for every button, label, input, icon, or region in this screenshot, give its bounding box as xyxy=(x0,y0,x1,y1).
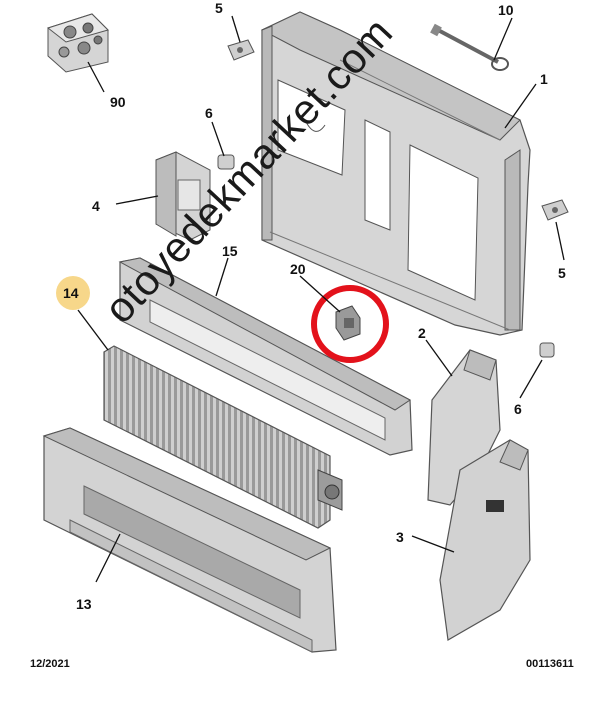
callout-15: 15 xyxy=(222,243,238,259)
part-13-lower-deflector xyxy=(42,427,337,653)
part-20-sensor xyxy=(335,305,361,341)
part-6-clip-left xyxy=(217,154,235,170)
part-10-bolt xyxy=(430,23,509,71)
part-3-side-deflector xyxy=(439,439,531,641)
part-4-bracket xyxy=(155,151,211,241)
part-6-clip-right xyxy=(539,342,555,358)
callout-20: 20 xyxy=(290,261,306,277)
callout-5-right: 5 xyxy=(558,265,566,281)
callout-6-left: 6 xyxy=(205,105,213,121)
callout-5-top: 5 xyxy=(215,0,223,16)
part-15-deflector xyxy=(118,257,413,456)
callout-14: 14 xyxy=(63,285,79,301)
part-5-bracket-right xyxy=(541,199,569,221)
footer-code: 00113611 xyxy=(526,658,574,670)
part-90-connector xyxy=(46,13,109,73)
part-5-bracket-top xyxy=(227,39,255,61)
callout-4: 4 xyxy=(92,198,100,214)
callout-3: 3 xyxy=(396,529,404,545)
callout-90: 90 xyxy=(110,94,126,110)
part-1-front-panel xyxy=(260,11,531,336)
leader-lines xyxy=(77,15,565,583)
callout-6-right: 6 xyxy=(514,401,522,417)
callout-10: 10 xyxy=(498,2,514,18)
footer-date: 12/2021 xyxy=(30,658,70,670)
part-2-side-deflector xyxy=(427,349,501,506)
callout-1: 1 xyxy=(540,71,548,87)
highlight-badge xyxy=(56,276,90,310)
callout-13: 13 xyxy=(76,596,92,612)
callout-2: 2 xyxy=(418,325,426,341)
part-14-active-grille-shutter xyxy=(103,345,343,529)
highlight-circle xyxy=(311,285,389,363)
